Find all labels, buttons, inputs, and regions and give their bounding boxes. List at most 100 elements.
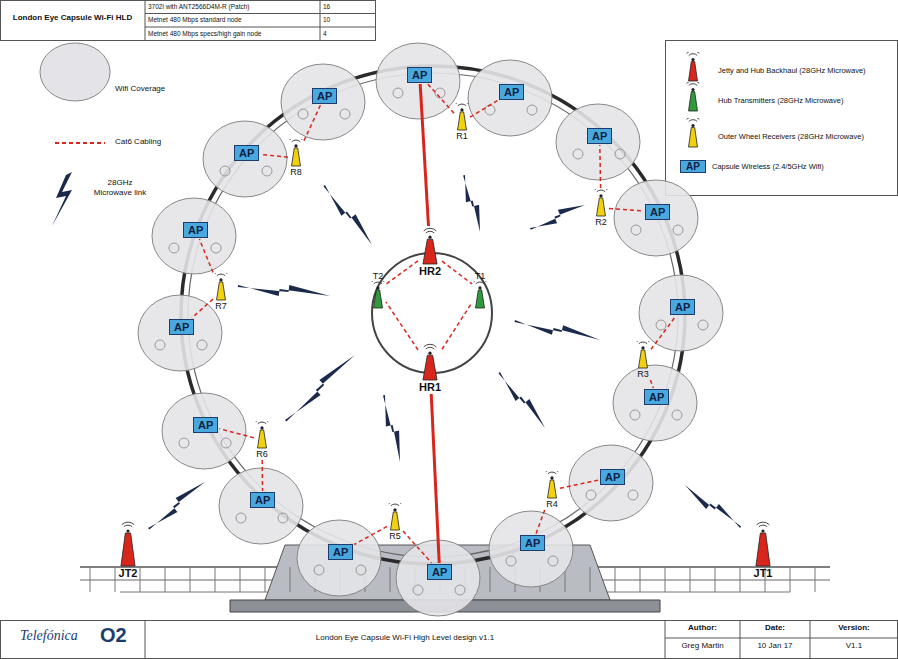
cat6-cable — [304, 105, 320, 141]
cat6-cable — [260, 154, 288, 157]
label: 10 Jan 17 — [742, 642, 808, 651]
antenna-symbol — [289, 139, 303, 167]
access-point-box: AP — [600, 469, 625, 485]
antenna-label: T1 — [475, 271, 486, 281]
wifi-coverage — [489, 511, 573, 587]
access-point-box: AP — [193, 417, 218, 433]
backhaul-cable — [420, 84, 428, 226]
legend-swatch: AP — [680, 160, 706, 173]
label: 3702i with ANT2566D4M-R (Patch) — [148, 3, 318, 10]
access-point-box: AP — [520, 535, 545, 551]
antenna-symbol — [388, 503, 402, 531]
access-point-box: AP — [312, 88, 337, 104]
legend-label: Cat6 Cabling — [115, 137, 161, 146]
antenna-symbol — [636, 341, 650, 369]
cat6-cable — [650, 380, 653, 388]
legend-label: Jetty and Hub Backhaul (28GHz Microwave) — [718, 66, 866, 75]
microwave-link — [498, 372, 545, 428]
legend-swatch — [686, 52, 700, 82]
microwave-link — [515, 320, 601, 340]
ap-label: AP — [605, 471, 620, 483]
cat6-cable — [651, 316, 676, 349]
microwave-link — [148, 482, 205, 530]
label: Version: — [812, 624, 896, 633]
access-point-box: AP — [645, 204, 670, 220]
cat6-cable — [261, 460, 263, 491]
antenna-symbol — [686, 52, 700, 82]
antenna-label: R4 — [546, 499, 558, 509]
table-cell: Metnet 480 Mbps specs/high gain node — [148, 30, 261, 37]
ap-label: AP — [333, 546, 348, 558]
wifi-coverage — [639, 275, 723, 351]
ap-label: AP — [649, 391, 664, 403]
cat6-cable — [219, 429, 254, 438]
microwave-link — [685, 485, 741, 528]
access-point-box: AP — [407, 67, 432, 83]
access-point-box: AP — [250, 492, 275, 508]
label-text: London Eye Capsule Wi-Fi High Level desi… — [316, 633, 494, 642]
cat6-cable — [386, 261, 418, 284]
access-point-box: AP — [499, 84, 524, 100]
access-point-box: AP — [587, 128, 612, 144]
ap-label: AP — [432, 566, 447, 578]
cat6-cable — [199, 239, 213, 272]
ap-label: AP — [504, 86, 519, 98]
cat6-cable — [560, 480, 599, 488]
cat6-cable — [403, 531, 432, 563]
access-point-box: AP — [234, 145, 259, 161]
wifi-coverage — [152, 198, 236, 274]
title-cell: London Eye Capsule Wi-Fi HLD — [2, 13, 143, 22]
antenna: R4 — [545, 471, 559, 509]
antenna-symbol — [419, 343, 441, 381]
cat6-cable — [354, 526, 387, 544]
antenna-symbol — [455, 103, 469, 131]
table-cell: 10 — [323, 16, 330, 23]
legend-text: Jetty and Hub Backhaul (28GHz Microwave) — [718, 66, 893, 75]
legend-swatch — [686, 82, 700, 112]
microwave-link — [530, 205, 585, 230]
antenna: R8 — [289, 139, 303, 177]
legend-label: 28GHz Microwave link — [94, 178, 146, 197]
table-cell: Metnet 480 Mbps standard node — [148, 16, 242, 23]
antenna-symbol — [371, 281, 385, 309]
label: Metnet 480 Mbps specs/high gain node — [148, 30, 318, 37]
access-point-box: AP — [169, 319, 194, 335]
antenna: HR1 — [419, 343, 441, 393]
legend-text: Capsule Wireless (2.4/5GHz Wifi) — [712, 162, 892, 171]
table-cell: 4 — [323, 30, 327, 37]
ap-label: AP — [239, 147, 254, 159]
label-text: Greg Martin — [681, 641, 723, 650]
ap-label: AP — [412, 69, 427, 81]
microwave-link — [463, 175, 480, 232]
label: Date: — [742, 624, 808, 633]
cat6-cable — [470, 100, 498, 117]
ap-label: AP — [650, 206, 665, 218]
label: Greg Martin — [667, 642, 738, 651]
microwave-link — [285, 355, 355, 422]
wifi-coverage — [138, 295, 222, 371]
antenna-symbol — [686, 82, 700, 112]
antenna: R7 — [214, 273, 228, 311]
antenna-label: R7 — [215, 301, 227, 311]
ap-label: AP — [255, 494, 270, 506]
legend-text: Cat6 Cabling — [115, 137, 195, 147]
access-point-box: AP — [670, 299, 695, 315]
antenna-label: HR2 — [419, 265, 441, 277]
cat6-cable — [428, 84, 454, 113]
cat6-cable — [442, 261, 472, 284]
antenna-symbol — [117, 517, 139, 567]
wifi-coverage — [376, 43, 460, 119]
legend-text: Wifi Coverage — [115, 84, 195, 94]
antenna: HR2 — [419, 227, 441, 277]
wifi-coverage — [219, 468, 303, 544]
label-text: 10 Jan 17 — [757, 641, 792, 650]
antenna-label: R8 — [290, 167, 302, 177]
legend-label: Capsule Wireless (2.4/5GHz Wifi) — [712, 162, 824, 171]
microwave-link — [238, 285, 330, 296]
access-point-box: AP — [644, 389, 669, 405]
legend-swatch — [686, 118, 700, 148]
label-text: Telefónica — [20, 628, 78, 643]
backhaul-cable — [431, 394, 439, 563]
wifi-coverage — [297, 520, 381, 596]
legend-text: Hub Transmitters (28GHz Microwave) — [718, 96, 893, 105]
